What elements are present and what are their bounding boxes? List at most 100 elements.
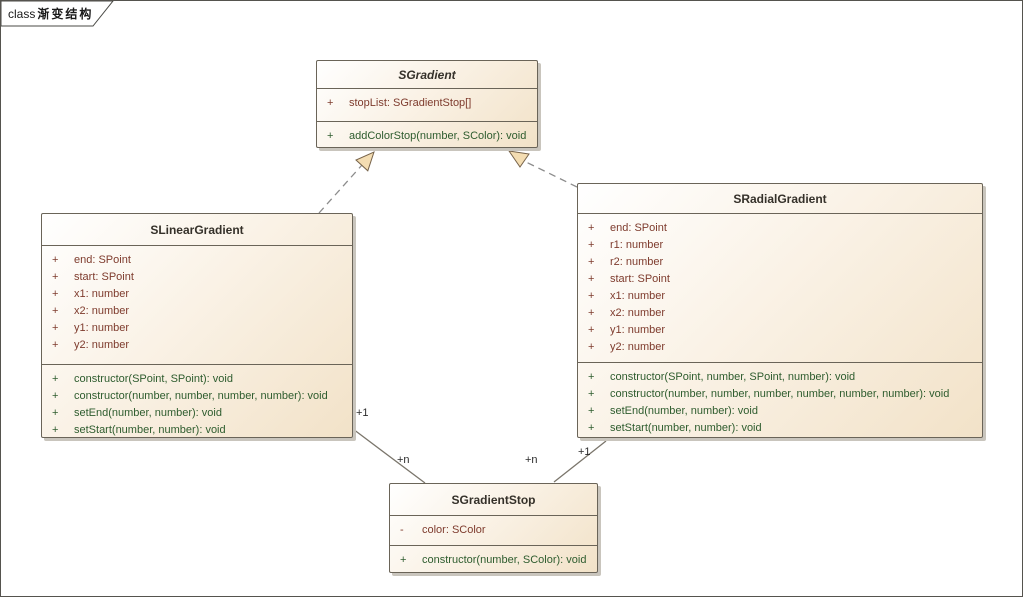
attributes-section: - color: SColor xyxy=(390,516,597,545)
visibility-marker: + xyxy=(52,254,59,266)
member-text: constructor(number, number, number, numb… xyxy=(74,390,328,402)
member-text: y2: number xyxy=(74,339,130,351)
visibility-marker: + xyxy=(588,222,595,234)
operations-section: +addColorStop(number, SColor): void xyxy=(317,121,537,149)
operations-section: +constructor(number, SColor): void xyxy=(390,545,597,574)
attribute-row: + end: SPoint xyxy=(578,220,982,237)
member-text: color: SColor xyxy=(422,524,486,536)
visibility-marker: + xyxy=(588,341,595,353)
realization-radial-to-sgradient[interactable] xyxy=(523,160,578,188)
visibility-marker: + xyxy=(52,407,59,419)
attribute-row: + y2: number xyxy=(578,339,982,356)
attribute-row: + end: SPoint xyxy=(42,252,352,269)
association-linear-to-stop[interactable] xyxy=(352,428,426,484)
member-text: x1: number xyxy=(74,288,130,300)
visibility-marker: + xyxy=(588,388,595,400)
member-text: end: SPoint xyxy=(74,254,131,266)
class-box-sgradient[interactable]: SGradient + stopList: SGradientStop[] +ad… xyxy=(316,60,538,148)
operation-row: + setEnd(number, number): void xyxy=(42,405,352,422)
attributes-section: +end: SPoint +start: SPoint +x1: number … xyxy=(42,246,352,364)
visibility-marker: + xyxy=(52,373,59,385)
member-text: end: SPoint xyxy=(610,222,667,234)
attribute-row: + x2: number xyxy=(42,303,352,320)
member-text: constructor(number, number, number, numb… xyxy=(610,388,950,400)
operation-row: +setStart(number, number): void xyxy=(42,422,352,439)
visibility-marker: + xyxy=(52,288,59,300)
member-text: setEnd(number, number): void xyxy=(74,407,222,419)
attributes-section: + stopList: SGradientStop[] xyxy=(317,89,537,121)
attributes-section: + end: SPoint + r1: number + r2: number + st… xyxy=(578,214,982,362)
operation-row: + constructor(number, number, number, num… xyxy=(578,386,982,403)
member-text: start: SPoint xyxy=(74,271,134,283)
operation-row: + setEnd(number, number): void xyxy=(578,403,982,420)
diagram-name-label: 渐变结构 xyxy=(37,7,94,21)
operations-section: + constructor(SPoint, SPoint): void + cons… xyxy=(42,364,352,439)
multiplicity-label-linear-source: +1 xyxy=(356,407,369,419)
member-text: constructor(SPoint, SPoint): void xyxy=(74,373,233,385)
member-text: x2: number xyxy=(74,305,130,317)
class-box-sradialgradient[interactable]: SRadialGradient + end: SPoint + r1: number… xyxy=(577,183,983,438)
visibility-marker: + xyxy=(52,305,59,317)
visibility-marker: + xyxy=(52,322,59,334)
diagram-type-label: class xyxy=(8,7,36,21)
member-text: x1: number xyxy=(610,290,666,302)
attribute-row: + start: SPoint xyxy=(578,271,982,288)
visibility-marker: + xyxy=(588,256,595,268)
attribute-row: + x2: number xyxy=(578,305,982,322)
member-text: constructor(SPoint, number, SPoint, numb… xyxy=(610,371,856,383)
attribute-row: +start: SPoint xyxy=(42,269,352,286)
realization-linear-to-sgradient[interactable] xyxy=(318,164,363,214)
class-box-slineargradient[interactable]: SLinearGradient +end: SPoint +start: SPo… xyxy=(41,213,353,438)
member-text: setStart(number, number): void xyxy=(610,422,762,434)
class-title: SRadialGradient xyxy=(578,184,982,214)
attribute-row: + r1: number xyxy=(578,237,982,254)
visibility-marker: + xyxy=(588,307,595,319)
member-text: addColorStop(number, SColor): void xyxy=(349,130,527,142)
attribute-row: + x1: number xyxy=(578,288,982,305)
multiplicity-label-linear-target: +n xyxy=(397,454,410,466)
visibility-marker: + xyxy=(327,97,334,109)
operation-row: +addColorStop(number, SColor): void xyxy=(317,128,537,145)
multiplicity-label-radial-target: +n xyxy=(525,454,538,466)
member-text: y2: number xyxy=(610,341,666,353)
class-title: SGradient xyxy=(317,61,537,89)
operation-row: + constructor(SPoint, number, SPoint, num… xyxy=(578,369,982,386)
member-text: r1: number xyxy=(610,239,664,251)
member-text: y1: number xyxy=(74,322,130,334)
operations-section: + constructor(SPoint, number, SPoint, num… xyxy=(578,362,982,439)
member-text: setStart(number, number): void xyxy=(74,424,226,436)
member-text: start: SPoint xyxy=(610,273,670,285)
association-radial-to-stop[interactable] xyxy=(553,440,607,483)
visibility-marker: - xyxy=(400,524,404,536)
operation-row: +constructor(number, SColor): void xyxy=(390,552,597,569)
attribute-row: + r2: number xyxy=(578,254,982,271)
attribute-row: + y1: number xyxy=(578,322,982,339)
member-text: r2: number xyxy=(610,256,664,268)
member-text: stopList: SGradientStop[] xyxy=(349,97,472,109)
visibility-marker: + xyxy=(588,324,595,336)
class-box-sgradientstop[interactable]: SGradientStop - color: SColor +constructo… xyxy=(389,483,598,573)
class-title: SLinearGradient xyxy=(42,214,352,246)
visibility-marker: + xyxy=(588,405,595,417)
member-text: setEnd(number, number): void xyxy=(610,405,758,417)
member-text: y1: number xyxy=(610,324,666,336)
operation-row: + constructor(SPoint, SPoint): void xyxy=(42,371,352,388)
attribute-row: + x1: number xyxy=(42,286,352,303)
visibility-marker: + xyxy=(588,273,595,285)
multiplicity-label-radial-source: +1 xyxy=(578,446,591,458)
visibility-marker: + xyxy=(52,390,59,402)
visibility-marker: + xyxy=(588,371,595,383)
operation-row: + setStart(number, number): void xyxy=(578,420,982,437)
visibility-marker: + xyxy=(588,290,595,302)
visibility-marker: + xyxy=(588,422,595,434)
visibility-marker: + xyxy=(52,339,59,351)
attribute-row: + y1: number xyxy=(42,320,352,337)
class-title: SGradientStop xyxy=(390,484,597,516)
member-text: x2: number xyxy=(610,307,666,319)
operation-row: + constructor(number, number, number, num… xyxy=(42,388,352,405)
attribute-row: + y2: number xyxy=(42,337,352,354)
visibility-marker: + xyxy=(588,239,595,251)
